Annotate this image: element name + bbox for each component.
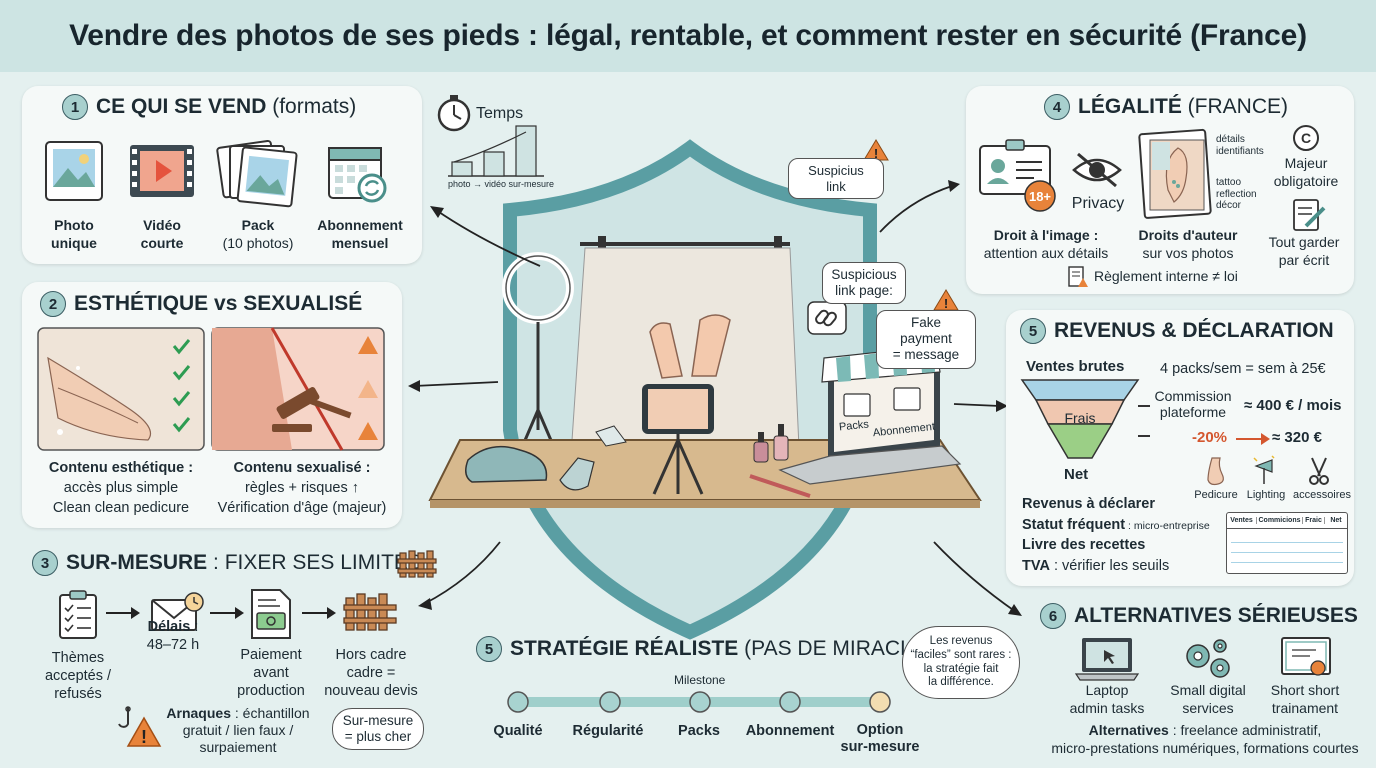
format-pack-label: Pack(10 photos) (222, 217, 294, 251)
svg-text:!: ! (874, 146, 878, 161)
section-strategy-header: 5 STRATÉGIE RÉALISTE (PAS DE MIRACLE) (476, 636, 933, 662)
document-pen-icon (1293, 199, 1326, 231)
fees-label: Frais (1064, 410, 1096, 426)
fees-dash (1138, 405, 1150, 437)
sexualized-content-illustration (211, 327, 385, 451)
sexualized-text: Contenu sexualisé :règles + risques ↑Vér… (217, 460, 387, 516)
strategy-step-quality: Qualité (493, 723, 543, 739)
id-card-icon: 18+ (979, 139, 1056, 212)
arrow-right-icon (1236, 433, 1270, 445)
section-custom-header: 3 SUR-MESURE : FIXER SES LIMITES (32, 550, 422, 576)
security-shield-scene: ! ! (428, 139, 982, 640)
section-legal-header: 4 LÉGALITÉ (FRANCE) (1044, 94, 1288, 120)
svg-text:!: ! (944, 296, 948, 311)
gears-icon (1186, 639, 1230, 678)
strategy-timeline (507, 691, 891, 713)
page-title: Vendre des photos de ses pieds : légal, … (69, 19, 1307, 52)
rules-text: Règlement interne ≠ loi (1094, 268, 1238, 284)
easy-income-bubble: Les revenus“faciles” sont rares :la stra… (902, 626, 1020, 700)
alternatives-summary: Alternatives : freelance administratif,m… (1051, 722, 1359, 756)
warning-icon: ! (126, 716, 162, 747)
checklist-icon (59, 590, 97, 639)
milestone-label: Milestone (674, 673, 726, 687)
revenue-ledger-table: Ventes Commicions Fraic Net (1226, 512, 1348, 574)
foot-icon (1207, 457, 1224, 486)
fishing-hook-icon (118, 706, 131, 728)
section-formats-header: 1 CE QUI SE VEND (formats) (62, 94, 356, 120)
gross-sales-label: Ventes brutes (1026, 358, 1125, 375)
privacy-eye-icon (1072, 152, 1122, 188)
svg-text:18+: 18+ (1029, 189, 1051, 204)
invoice-money-icon (251, 589, 291, 639)
privacy-label: Privacy (1071, 195, 1125, 212)
time-bar-chart (448, 125, 544, 177)
section-revenue-header: 5 REVENUS & DÉCLARATION (1020, 318, 1334, 344)
time-caption: photo → vidéo sur-mesure (448, 179, 555, 189)
arrow-right-icon (302, 607, 336, 619)
expense-accessories: accessoires (1292, 489, 1352, 501)
title-bar: Vendre des photos de ses pieds : légal, … (0, 0, 1376, 72)
strategy-step-subscription: Abonnement (745, 723, 835, 739)
strategy-step-packs: Packs (678, 723, 720, 739)
sales-example: 4 packs/sem = sem à 25€ (1160, 361, 1326, 377)
tools-icon (1309, 457, 1329, 485)
strategy-step-regularity: Régularité (572, 723, 644, 739)
fence-icon (397, 550, 437, 578)
droit-image-text: Droit à l'image :attention aux détails (983, 227, 1109, 261)
monthly-estimate: ≈ 400 € / mois (1244, 397, 1342, 414)
arrow-right-icon (106, 607, 140, 619)
net-estimate: ≈ 320 € (1272, 429, 1322, 446)
section-alternatives-header: 6 ALTERNATIVES SÉRIEUSES (1040, 603, 1358, 629)
calendar-refresh-icon (328, 147, 387, 203)
custom-price-bubble: Sur-mesure= plus cher (332, 708, 424, 751)
rules-doc-icon (1068, 266, 1088, 287)
certificate-icon (1281, 637, 1331, 676)
copyright-icon: C (1293, 125, 1319, 151)
laptop-icon (1074, 638, 1140, 681)
aesthetic-feet-illustration (37, 327, 205, 451)
arrow-right-icon (210, 607, 244, 619)
svg-text:!: ! (141, 727, 147, 747)
expense-lighting: Lighting (1246, 489, 1286, 501)
section-number: 1 (62, 94, 88, 120)
expense-pedicure: Pedicure (1194, 489, 1238, 501)
revenue-funnel (1020, 379, 1140, 459)
photo-pack-icon (216, 140, 298, 208)
custom-step-delays: Délais :48–72 h (146, 619, 200, 654)
photo-icon (45, 141, 103, 201)
net-label: Net (1064, 466, 1089, 483)
lighting-icon (1253, 455, 1275, 484)
commission-pct: -20% (1192, 429, 1228, 446)
video-icon (130, 145, 194, 197)
fence-limit-icon (343, 593, 397, 631)
stopwatch-icon (437, 95, 471, 132)
time-label: Temps (476, 105, 524, 122)
copyright-photo-icon (1138, 128, 1212, 219)
suspicious-link-bubble: Suspicius link (788, 158, 884, 200)
fake-payment-bubble: Fake payment= message (876, 310, 976, 369)
svg-text:C: C (1301, 130, 1311, 146)
mail-clock-icon (151, 592, 204, 631)
declaration-list: Revenus à déclarer Statut fréquent : mic… (1022, 496, 1210, 574)
section-aesthetic-header: 2 ESTHÉTIQUE vs SEXUALISÉ (40, 291, 362, 317)
